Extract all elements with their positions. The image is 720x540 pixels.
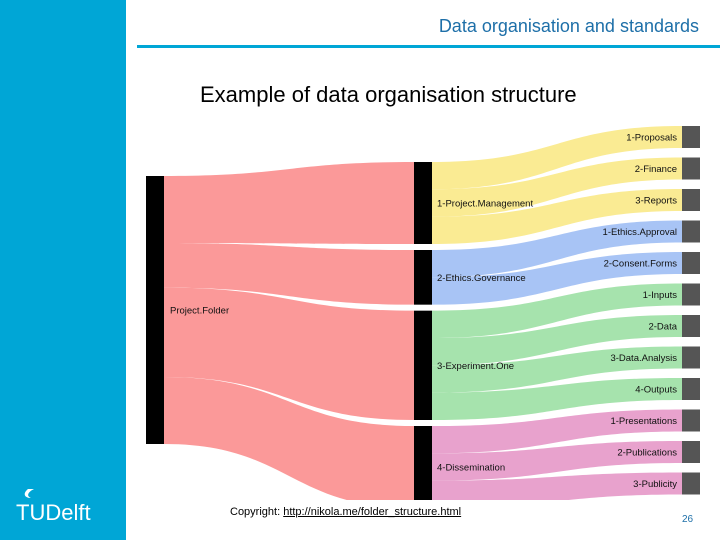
leaf-label-1-presentations: 1-Presentations (610, 416, 677, 427)
leaf-label-3-publicity: 3-Publicity (633, 479, 677, 490)
leaf-label-1-ethics-approval: 1-Ethics.Approval (603, 227, 677, 238)
flow-4-outputs (432, 378, 682, 420)
leaf-node-3-reports (682, 189, 700, 211)
leaf-label-4-outputs: 4-Outputs (635, 385, 677, 396)
group-node-4-dissemination (414, 426, 432, 500)
flow-1-ethics-approval (432, 220, 682, 278)
root-node (146, 176, 164, 444)
flow-root-1-project-management (164, 162, 414, 244)
folder-structure-sankey: 1-Proposals 2-Finance 3-Reports 1-Ethics.Ap… (146, 126, 700, 500)
group-label-1-project-management: 1-Project.Management (437, 199, 533, 210)
flow-1-inputs (432, 283, 682, 338)
root-label: Project.Folder (170, 306, 229, 317)
flow-1-proposals (432, 126, 682, 190)
leaf-node-4-outputs (682, 378, 700, 400)
header-divider (137, 45, 720, 48)
leaf-node-2-data (682, 315, 700, 337)
flow-root-3-experiment-one (164, 287, 414, 420)
page-number: 26 (682, 514, 694, 525)
leaf-node-1-ethics-approval (682, 220, 700, 243)
group-label-2-ethics-governance: 2-Ethics.Governance (437, 273, 526, 284)
flow-root-2-ethics-governance (164, 243, 414, 305)
flow-3-publicity (432, 472, 682, 500)
flow-3-data-analysis (432, 346, 682, 393)
copyright-note: Copyright: http://nikola.me/folder_struc… (230, 506, 461, 518)
leaf-label-1-proposals: 1-Proposals (626, 133, 677, 144)
group-label-4-dissemination: 4-Dissemination (437, 463, 505, 474)
leaf-label-3-reports: 3-Reports (635, 196, 677, 207)
flame-icon (24, 489, 34, 498)
leaf-node-3-publicity (682, 472, 700, 495)
sidebar: TUDelft (0, 0, 126, 540)
flow-2-consent-forms (432, 252, 682, 305)
leaf-label-2-publications: 2-Publications (617, 448, 677, 459)
group-node-2-ethics-governance (414, 250, 432, 305)
leaf-node-3-data-analysis (682, 346, 700, 369)
group-node-3-experiment-one (414, 310, 432, 420)
leaf-label-2-data: 2-Data (648, 322, 677, 333)
leaf-label-2-consent-forms: 2-Consent.Forms (604, 259, 678, 270)
tu-delft-logo: TUDelft (16, 489, 91, 525)
leaf-node-2-consent-forms (682, 252, 700, 274)
copyright-prefix: Copyright: (230, 506, 284, 518)
leaf-node-1-inputs (682, 283, 700, 306)
logo-text: TUDelft (16, 500, 91, 525)
leaf-label-3-data-analysis: 3-Data.Analysis (610, 353, 677, 364)
leaf-node-2-publications (682, 441, 700, 463)
slide-title: Example of data organisation structure (200, 82, 577, 107)
flow-2-finance (432, 157, 682, 217)
leaf-node-1-proposals (682, 126, 700, 148)
header-title: Data organisation and standards (438, 16, 699, 36)
leaf-label-2-finance: 2-Finance (635, 164, 677, 175)
copyright-link[interactable]: http://nikola.me/folder_structure.html (283, 506, 462, 518)
flow-2-publications (432, 441, 682, 481)
leaf-node-2-finance (682, 157, 700, 180)
flow-root-4-dissemination (164, 377, 414, 500)
leaf-node-1-presentations (682, 409, 700, 432)
group-label-3-experiment-one: 3-Experiment.One (437, 361, 514, 372)
leaf-label-1-inputs: 1-Inputs (643, 290, 678, 301)
flow-3-reports (432, 189, 682, 244)
flow-1-presentations (432, 409, 682, 454)
flow-2-data (432, 315, 682, 366)
group-node-1-project-management (414, 162, 432, 244)
